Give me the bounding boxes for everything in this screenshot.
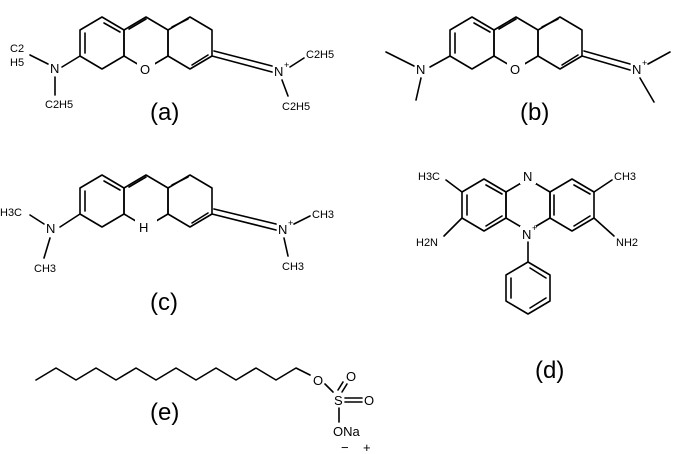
caption-d: (d) [535,357,564,384]
caption-c: (c) [150,289,178,316]
structure-a: O N C2 H5 C2H5 N + C2H5 C2H5 (a) [10,16,334,126]
amine-label-h2n-d: H2N [416,237,438,249]
n-label-d-top: N [523,169,532,184]
nplus-label-a: N [274,64,283,79]
amine-label-nh2-d: NH2 [616,237,638,249]
ethyl-label-c2h5-a1: C2H5 [45,99,73,111]
nplus-label-c: N [278,222,287,237]
ethyl-label-c2h5-a2: C2H5 [306,49,334,61]
sulfur-label-e: S [334,393,343,408]
oxygen-label-b: O [510,62,520,77]
structure-d: N N + H3C CH3 H2N NH2 (d) [416,168,638,384]
plus-charge-d: + [532,223,537,233]
n-label-a: N [50,61,59,76]
nplus-label-d: N [522,227,531,242]
ona-label-e: ONa [333,424,361,439]
methyl-label-ch3-c3: CH3 [282,261,304,273]
plus-charge-e: + [363,440,371,454]
plus-charge-a: + [284,60,289,70]
plus-charge-b: + [642,58,647,68]
oxygen-label-e-right: O [364,393,374,408]
methyl-label-ch3-c1: CH3 [34,263,56,275]
methyl-label-h3c-c: H3C [0,207,22,219]
minus-charge-e: − [341,440,349,454]
oxygen-label-e-top: O [346,369,356,384]
plus-charge-c: + [288,218,293,228]
structure-c: H N H3C CH3 N + CH3 CH3 (c) [0,174,334,316]
ethyl-label-h5: H5 [10,57,24,69]
nh-label-c: H [139,220,148,235]
structure-e: O S O O ONa − + (e) [35,367,374,454]
n-label-c: N [46,221,55,236]
nplus-label-b: N [632,62,641,77]
structure-b: O N N + (b) [385,16,671,126]
methyl-label-h3c-d: H3C [418,171,440,183]
methyl-label-ch3-c2: CH3 [312,209,334,221]
oxygen-label-a: O [140,62,150,77]
oxygen-label-e-ester: O [313,373,323,388]
ethyl-label-c2: C2 [10,43,24,55]
ethyl-label-c2h5-a3: C2H5 [282,101,310,113]
n-label-b: N [416,62,425,77]
caption-e: (e) [150,399,179,426]
caption-a: (a) [150,99,179,126]
caption-b: (b) [520,99,549,126]
methyl-label-ch3-d: CH3 [614,171,636,183]
